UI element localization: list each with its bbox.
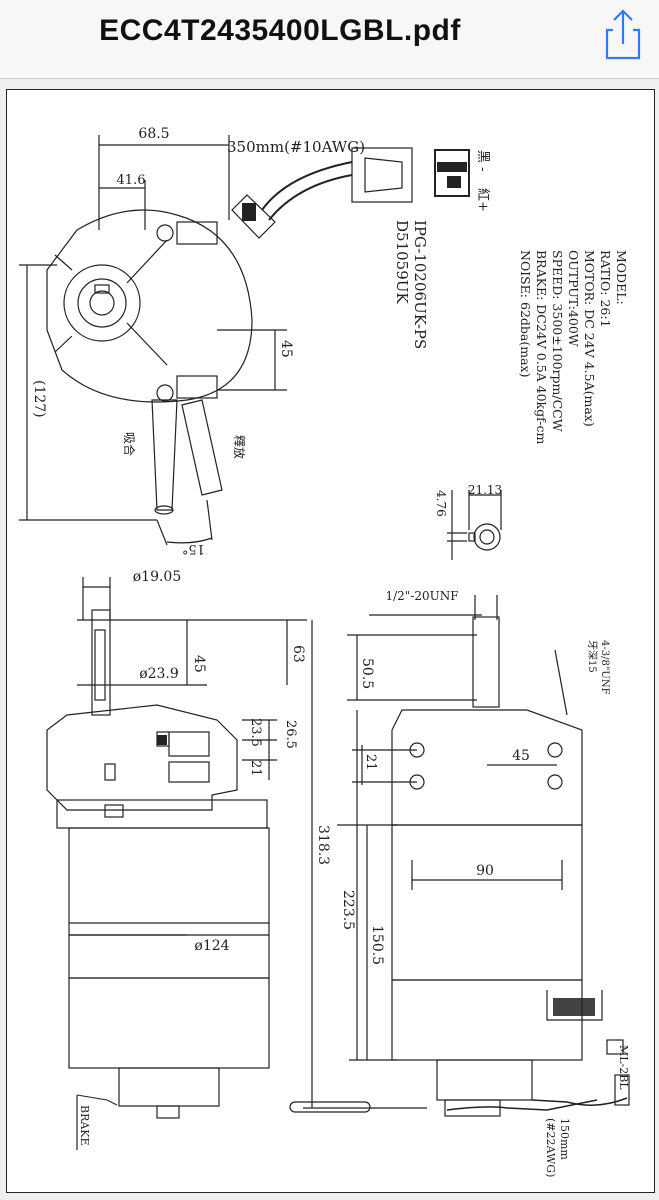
share-icon — [605, 9, 641, 60]
spec-block: MODEL: RATIO: 26:1 MOTOR: DC 24V 4.5A(ma… — [518, 250, 629, 445]
document-title: ECC4T2435400LGBL.pdf — [99, 14, 461, 47]
thread-label: 1/2"-20UNF — [385, 589, 458, 603]
wire-black-label: 黑 - — [475, 150, 490, 172]
spec-line: MOTOR: DC 24V 4.5A(max) — [582, 250, 597, 427]
dim-50-5-label: 50.5 — [359, 658, 375, 689]
dim-223-5-label: 223.5 — [340, 890, 356, 930]
spec-line: RATIO: 26:1 — [598, 250, 613, 328]
shaft-dia-label: ø19.05 — [133, 569, 182, 585]
key-dim-a: 4.76 — [434, 490, 448, 517]
holes-label-2: 牙深15 — [586, 640, 598, 673]
dim-45-top: 45 — [278, 340, 294, 358]
brake-label: BRAKE — [78, 1105, 91, 1146]
key-dim-b: 21.13 — [468, 483, 502, 497]
pdf-page: 68.5 41.6 350mm(#10AWG) 黑 - 紅+ IPG-10206… — [6, 89, 655, 1193]
dim-45-side: 45 — [191, 655, 207, 673]
connector-label: ML-2BL — [617, 1045, 630, 1090]
hub-dia-label: ø23.9 — [139, 666, 179, 682]
spec-line: NOISE: 62dba(max) — [518, 250, 533, 377]
spec-line: MODEL: — [614, 250, 629, 305]
dim-23-5-label: 23.5 — [248, 718, 263, 747]
lever-engage-label: 吸合 — [122, 432, 137, 456]
dim-45-front: 45 — [512, 748, 530, 764]
dim-127-label: (127) — [31, 380, 47, 418]
spec-line: BRAKE: DC24V 0.5A 40kgf-cm — [534, 250, 549, 445]
angle-label: 15° — [182, 541, 205, 556]
dim-width-label: 68.5 — [138, 126, 169, 142]
dim-318-3-label: 318.3 — [315, 825, 331, 865]
dim-21-front: 21 — [363, 754, 378, 771]
body-dia-label: ø124 — [194, 938, 229, 954]
share-button[interactable] — [603, 8, 645, 62]
dim-63-label: 63 — [290, 645, 306, 663]
cable-label: 350mm(#10AWG) — [227, 138, 365, 156]
dim-21-side: 21 — [248, 760, 263, 777]
technical-drawing: 68.5 41.6 350mm(#10AWG) 黑 - 紅+ IPG-10206… — [19, 126, 630, 1177]
dim-hub-label: 41.6 — [117, 173, 146, 188]
lead-length-label: 150mm — [558, 1118, 571, 1160]
part-no-1: IPG-10206UK-PS — [411, 220, 429, 349]
holes-label-1: 4-3/8"UNF — [599, 640, 610, 695]
spec-line: SPEED: 3500±100rpm/CCW — [550, 250, 565, 432]
pdf-viewport[interactable]: 68.5 41.6 350mm(#10AWG) 黑 - 紅+ IPG-10206… — [0, 79, 659, 1200]
spec-line: OUTPUT:400W — [566, 250, 581, 347]
title-bar: ECC4T2435400LGBL.pdf — [0, 0, 659, 79]
dim-26-5-label: 26.5 — [283, 720, 298, 749]
wire-red-label: 紅+ — [475, 188, 490, 212]
lead-gauge-label: (#22AWG) — [544, 1118, 557, 1177]
lever-release-label: 釋放 — [232, 435, 247, 459]
dim-150-5-label: 150.5 — [369, 925, 385, 965]
dim-90-label: 90 — [476, 863, 494, 879]
part-no-2: D51059UK — [393, 220, 411, 304]
